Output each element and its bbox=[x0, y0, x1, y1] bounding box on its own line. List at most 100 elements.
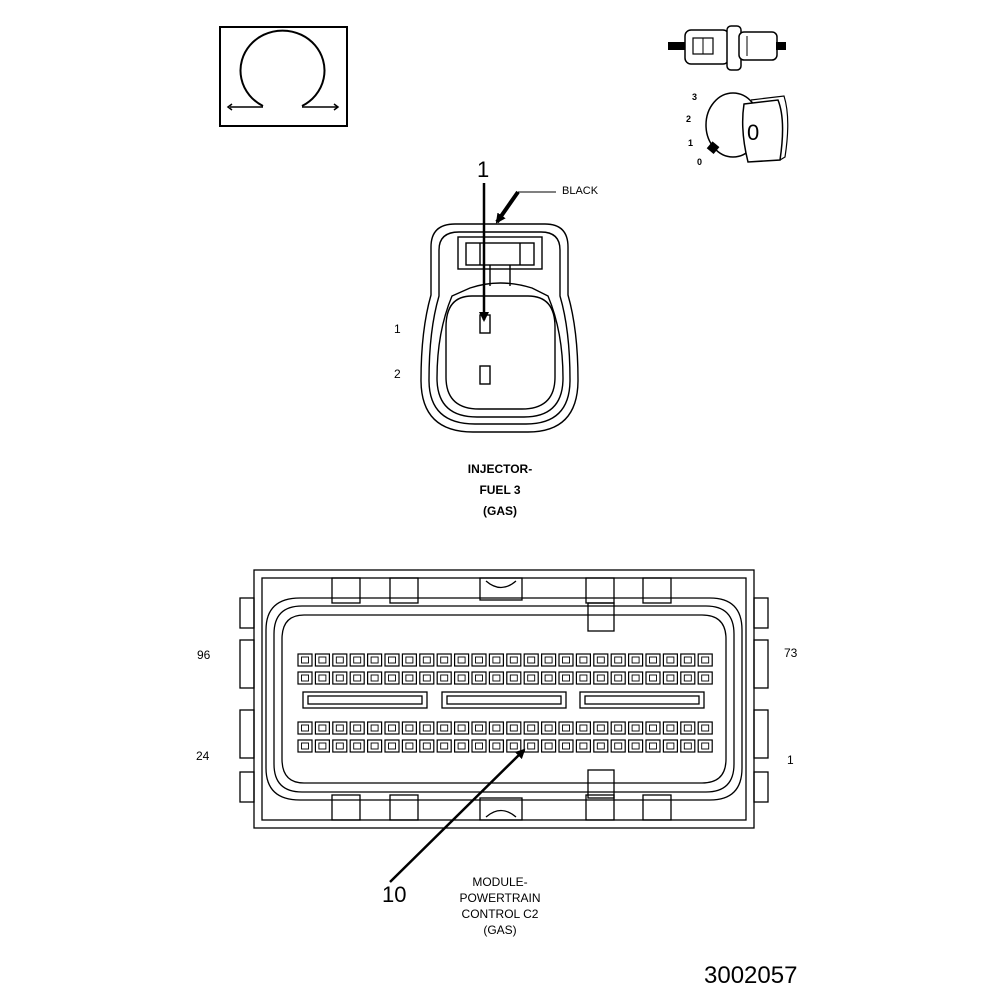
injector-caption-line-1: INJECTOR- bbox=[467, 462, 533, 476]
pcm-pin-cavity bbox=[436, 739, 452, 753]
pcm-pin-terminal bbox=[301, 674, 309, 682]
pcm-pin-cavity bbox=[419, 653, 435, 667]
injector-caption-line-2: FUEL 3 bbox=[479, 483, 521, 497]
pcm-pin-terminal bbox=[301, 656, 309, 664]
selector-position-2: 2 bbox=[686, 114, 692, 124]
pcm-pin-cavity bbox=[662, 739, 679, 753]
pcm-pin-terminal bbox=[649, 724, 657, 732]
pcm-pin-terminal bbox=[388, 742, 396, 750]
pcm-pin-cavity bbox=[558, 671, 574, 685]
pcm-pin-cavity bbox=[488, 721, 504, 735]
wire-color-label: BLACK bbox=[562, 185, 599, 197]
pcm-pin-cavity bbox=[593, 721, 609, 735]
pcm-pin-terminal bbox=[318, 674, 327, 682]
selector-position-0: 0 bbox=[697, 157, 703, 167]
pcm-pin-cavity bbox=[471, 739, 487, 753]
pcm-pin-cavity bbox=[332, 721, 348, 735]
pcm-pin-terminal bbox=[405, 674, 414, 682]
pcm-pin-terminal bbox=[492, 674, 501, 682]
pcm-pin-cavity bbox=[297, 671, 313, 685]
pcm-pin-terminal bbox=[683, 656, 692, 664]
pcm-pin-cavity bbox=[523, 739, 539, 753]
pcm-pin-terminal bbox=[422, 656, 431, 664]
pcm-pin-terminal bbox=[596, 656, 605, 664]
ohmmeter-icon bbox=[219, 26, 348, 127]
pcm-pin-cavity bbox=[488, 653, 504, 667]
pcm-pin-cavity bbox=[627, 739, 644, 753]
pcm-pin-cavity bbox=[697, 671, 713, 685]
pcm-pin-cavity bbox=[332, 671, 348, 685]
pcm-pin-cavity bbox=[419, 739, 435, 753]
pcm-pin-terminal bbox=[405, 656, 414, 664]
pcm-pin-terminal bbox=[405, 724, 414, 732]
pcm-pin-terminal bbox=[388, 656, 396, 664]
pcm-pin-cavity bbox=[314, 671, 330, 685]
pcm-pin-cavity bbox=[697, 721, 713, 735]
pcm-pin-cavity bbox=[454, 671, 470, 685]
pcm-pin-terminal bbox=[683, 724, 692, 732]
pcm-pin-cavity bbox=[297, 721, 313, 735]
pcm-pin-terminal bbox=[370, 674, 379, 682]
pcm-pin-terminal bbox=[509, 742, 518, 750]
injector-connector bbox=[420, 223, 579, 433]
pcm-pin-terminal bbox=[457, 674, 466, 682]
pcm-pin-terminal bbox=[649, 674, 657, 682]
pcm-pin-grid bbox=[297, 653, 713, 753]
pcm-pin-cavity bbox=[367, 653, 383, 667]
pcm-pin-terminal bbox=[457, 742, 466, 750]
pcm-pin-cavity bbox=[349, 721, 365, 735]
pcm-pin-terminal bbox=[370, 724, 379, 732]
pcm-pin-cavity bbox=[523, 671, 539, 685]
pcm-pin-cavity bbox=[349, 653, 365, 667]
pcm-pin-cavity bbox=[471, 653, 487, 667]
pcm-pin-terminal bbox=[544, 674, 553, 682]
pcm-pin-terminal bbox=[353, 656, 362, 664]
pcm-pin-cavity bbox=[454, 653, 470, 667]
pcm-pin-cavity bbox=[575, 671, 592, 685]
pcm-pin-cavity bbox=[419, 721, 435, 735]
pcm-pin-cavity bbox=[401, 739, 417, 753]
pcm-pin-cavity bbox=[488, 671, 504, 685]
pcm-pin-96-label: 96 bbox=[197, 648, 211, 662]
pcm-pin-terminal bbox=[440, 656, 449, 664]
pcm-pin-terminal bbox=[509, 656, 518, 664]
pcm-pin-cavity bbox=[680, 671, 696, 685]
pcm-pin-cavity bbox=[540, 671, 557, 685]
pcm-pin-terminal bbox=[527, 742, 536, 750]
pcm-callout-number: 10 bbox=[382, 882, 407, 907]
pcm-pin-cavity bbox=[610, 721, 626, 735]
pcm-pin-terminal bbox=[544, 724, 553, 732]
pcm-pin-terminal bbox=[701, 674, 710, 682]
pcm-pin-cavity bbox=[349, 671, 365, 685]
pcm-pin-cavity bbox=[454, 721, 470, 735]
pcm-pin-cavity bbox=[593, 653, 609, 667]
injector-pin-2-label: 2 bbox=[394, 367, 401, 381]
pcm-pin-terminal bbox=[527, 656, 536, 664]
pcm-pin-terminal bbox=[492, 742, 501, 750]
pcm-pin-terminal bbox=[579, 674, 588, 682]
pcm-pin-cavity bbox=[558, 653, 574, 667]
pcm-pin-cavity bbox=[314, 739, 330, 753]
pcm-pin-terminal bbox=[440, 742, 449, 750]
pcm-pin-terminal bbox=[544, 742, 553, 750]
pcm-pin-terminal bbox=[683, 742, 692, 750]
pcm-pin-terminal bbox=[544, 656, 553, 664]
pcm-pin-cavity bbox=[540, 739, 557, 753]
pcm-pin-terminal bbox=[457, 656, 466, 664]
pcm-pin-73-label: 73 bbox=[784, 646, 798, 660]
pcm-pin-cavity bbox=[575, 721, 592, 735]
selector-knob-label: 0 bbox=[747, 120, 760, 145]
pcm-pin-terminal bbox=[353, 742, 362, 750]
pcm-pin-cavity bbox=[697, 653, 713, 667]
pcm-pin-terminal bbox=[475, 724, 483, 732]
pcm-caption-line-1: MODULE- bbox=[472, 875, 528, 889]
black-wire-leader bbox=[495, 190, 556, 224]
pcm-pin-cavity bbox=[610, 653, 626, 667]
pcm-pin-terminal bbox=[683, 674, 692, 682]
pcm-pin-cavity bbox=[645, 671, 661, 685]
pcm-pin-cavity bbox=[645, 653, 661, 667]
pcm-pin-cavity bbox=[401, 671, 417, 685]
pcm-pin-terminal bbox=[388, 674, 396, 682]
pcm-caption-line-2: POWERTRAIN bbox=[459, 891, 541, 905]
pcm-pin-cavity bbox=[471, 721, 487, 735]
